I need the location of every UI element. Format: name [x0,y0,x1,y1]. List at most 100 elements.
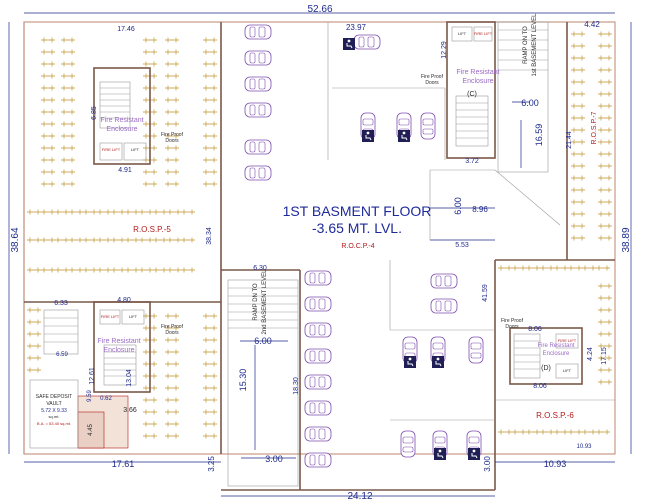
dim-right-total: 38.89 [621,227,632,252]
fire-doors-d-1: Fire Proof [501,318,524,324]
dim-15-30: 15.30 [238,369,248,392]
vault-line-4: sq.mt. [49,414,60,419]
dim-13-04: 13.04 [126,369,133,387]
fire-enclosure-b-1: Fire Resistant [97,338,140,345]
dim-21-44: 21.44 [566,131,573,149]
marker-d: (D) [541,365,551,372]
dim-bottom-total: 24.12 [347,491,372,502]
dim-10-93-small: 10.93 [576,444,592,450]
label-rosp-6: R.O.S.P.-6 [536,411,574,420]
dim-6-00-center: 6.00 [453,197,463,215]
dim-6-33: 6.33 [54,300,68,307]
fire-doors-c-2: Doors [425,80,439,86]
fire-doors-b-2: Doors [165,330,179,336]
fire-doors-a-2: Doors [165,138,179,144]
lift-a: LIFT [131,147,140,152]
vault-line-3: 5.72 X 9.33 [41,408,67,414]
dim-top-left: 17.46 [117,26,135,33]
dim-top-right: 4.42 [584,20,600,29]
dim-6-00-right: 6.00 [521,98,539,108]
label-rosp-7: R.O.S.P.-7 [591,111,598,144]
dim-top-mid: 23.97 [346,23,367,32]
fire-enclosure-a-2: Enclosure [106,126,137,133]
fire-lift-b: FIRE LIFT [101,314,120,319]
stair-core-a [93,67,151,165]
core-markers: (C) (D) [467,91,551,372]
fire-enclosure-d-1: Fire Resistant [537,343,574,349]
dim-9-59: 9.59 [87,390,93,402]
dim-8-06-bot: 8.06 [533,383,547,390]
floor-title: 1ST BASMENT FLOOR -3.65 MT. LVL. [283,203,432,236]
dim-12-61: 12.61 [89,367,96,385]
title-line-1: 1ST BASMENT FLOOR [283,203,432,219]
dimension-lines [8,12,632,497]
dim-4-45: 4.45 [88,424,94,436]
dim-6-00-ramp: 6.00 [254,336,272,346]
fire-enclosure-c-2: Enclosure [462,78,493,85]
ramp-up [497,21,549,173]
dim-12-29: 12.29 [441,41,448,59]
vault-line-1: SAFE DEPOSIT [36,394,72,400]
lift-labels: FIRE LIFT LIFT FIRE LIFT LIFT LIFT FIRE … [101,31,577,373]
grid-lines [29,22,495,449]
zone-labels: R.O.S.P.-5 R.O.S.P.-6 R.O.S.P.-7 R.O.C.P… [133,111,598,420]
title-line-2: -3.65 MT. LVL. [312,220,402,236]
dim-bottom-left: 17.61 [112,459,135,469]
vault-line-5: B.A. = 53.40 sq.mt. [37,421,71,426]
ramp-up-line-1: RAMP ON TO [523,26,529,64]
dim-8-06-top: 8.06 [528,326,542,333]
dim-3-00-right: 3.00 [483,456,492,472]
stair-core-d [509,327,583,385]
safe-deposit-vault: SAFE DEPOSIT VAULT 5.72 X 9.33 sq.mt. B.… [36,394,72,426]
dim-0-62: 0.62 [100,396,112,402]
dim-41-59: 41.59 [482,284,489,302]
label-rocp-4: R.O.C.P.-4 [341,243,374,250]
dim-17-15: 17.15 [601,347,608,365]
marker-c: (C) [467,91,477,98]
ramp-down-line-2: 2nd BASEMENT LEVEL [262,269,268,335]
fire-doors-a-1: Fire Proof [161,132,184,138]
dim-38-34: 38.34 [206,227,213,245]
lift-d: LIFT [563,368,572,373]
dim-4-91: 4.91 [118,167,132,174]
fire-lift-c: FIRE LIFT [474,31,493,36]
lift-c: LIFT [458,31,467,36]
dim-3-25: 3.25 [207,456,216,472]
dim-6-85: 6.85 [91,106,98,120]
dim-left-total: 38.64 [10,227,21,252]
label-rosp-5: R.O.S.P.-5 [133,225,171,234]
stair-core-c [446,21,496,159]
stair-core-b [43,301,151,393]
dim-3-66: 3.66 [123,407,137,414]
fire-lift-d: FIRE LIFT [558,338,577,343]
fire-doors-b-1: Fire Proof [161,324,184,330]
dim-5-53: 5.53 [455,242,469,249]
vault-line-2: VAULT [46,401,61,407]
dim-3-72: 3.72 [465,158,479,165]
dim-4-24: 4.24 [587,347,594,361]
dim-6-30: 6.30 [253,265,267,272]
fire-doors-c-1: Fire Proof [421,74,444,80]
dim-4-80: 4.80 [117,297,131,304]
bike-parking-right [497,31,613,435]
lift-b: LIFT [129,314,138,319]
dim-16-59: 16.59 [534,124,544,147]
fire-enclosure-c-1: Fire Resistant [456,69,499,76]
dim-18-30: 18.30 [293,377,300,395]
ramp-down-line-1: RAMP DN TO [253,283,259,321]
fire-enclosure-d-2: Enclosure [543,351,570,357]
dim-3-00-left: 3.00 [265,454,283,464]
fire-enclosure-b-2: Enclosure [103,347,134,354]
fire-doors-d-2: Doors [505,324,519,330]
fire-lift-a: FIRE LIFT [102,147,121,152]
dim-top-total: 52.66 [307,4,332,15]
dimension-texts: 52.66 38.64 38.89 24.12 17.46 23.97 4.42… [10,4,632,502]
ramp-labels: RAMP ON TO 1st BASEMENT LEVEL RAMP DN TO… [253,13,538,335]
ramp-down [227,169,561,487]
dim-8-96: 8.96 [472,205,488,214]
ramp-up-line-2: 1st BASEMENT LEVEL [532,13,538,77]
fire-enclosure-a-1: Fire Resistant [100,117,143,124]
dim-bottom-right: 10.93 [544,459,567,469]
dim-6-59: 6.59 [56,352,68,358]
